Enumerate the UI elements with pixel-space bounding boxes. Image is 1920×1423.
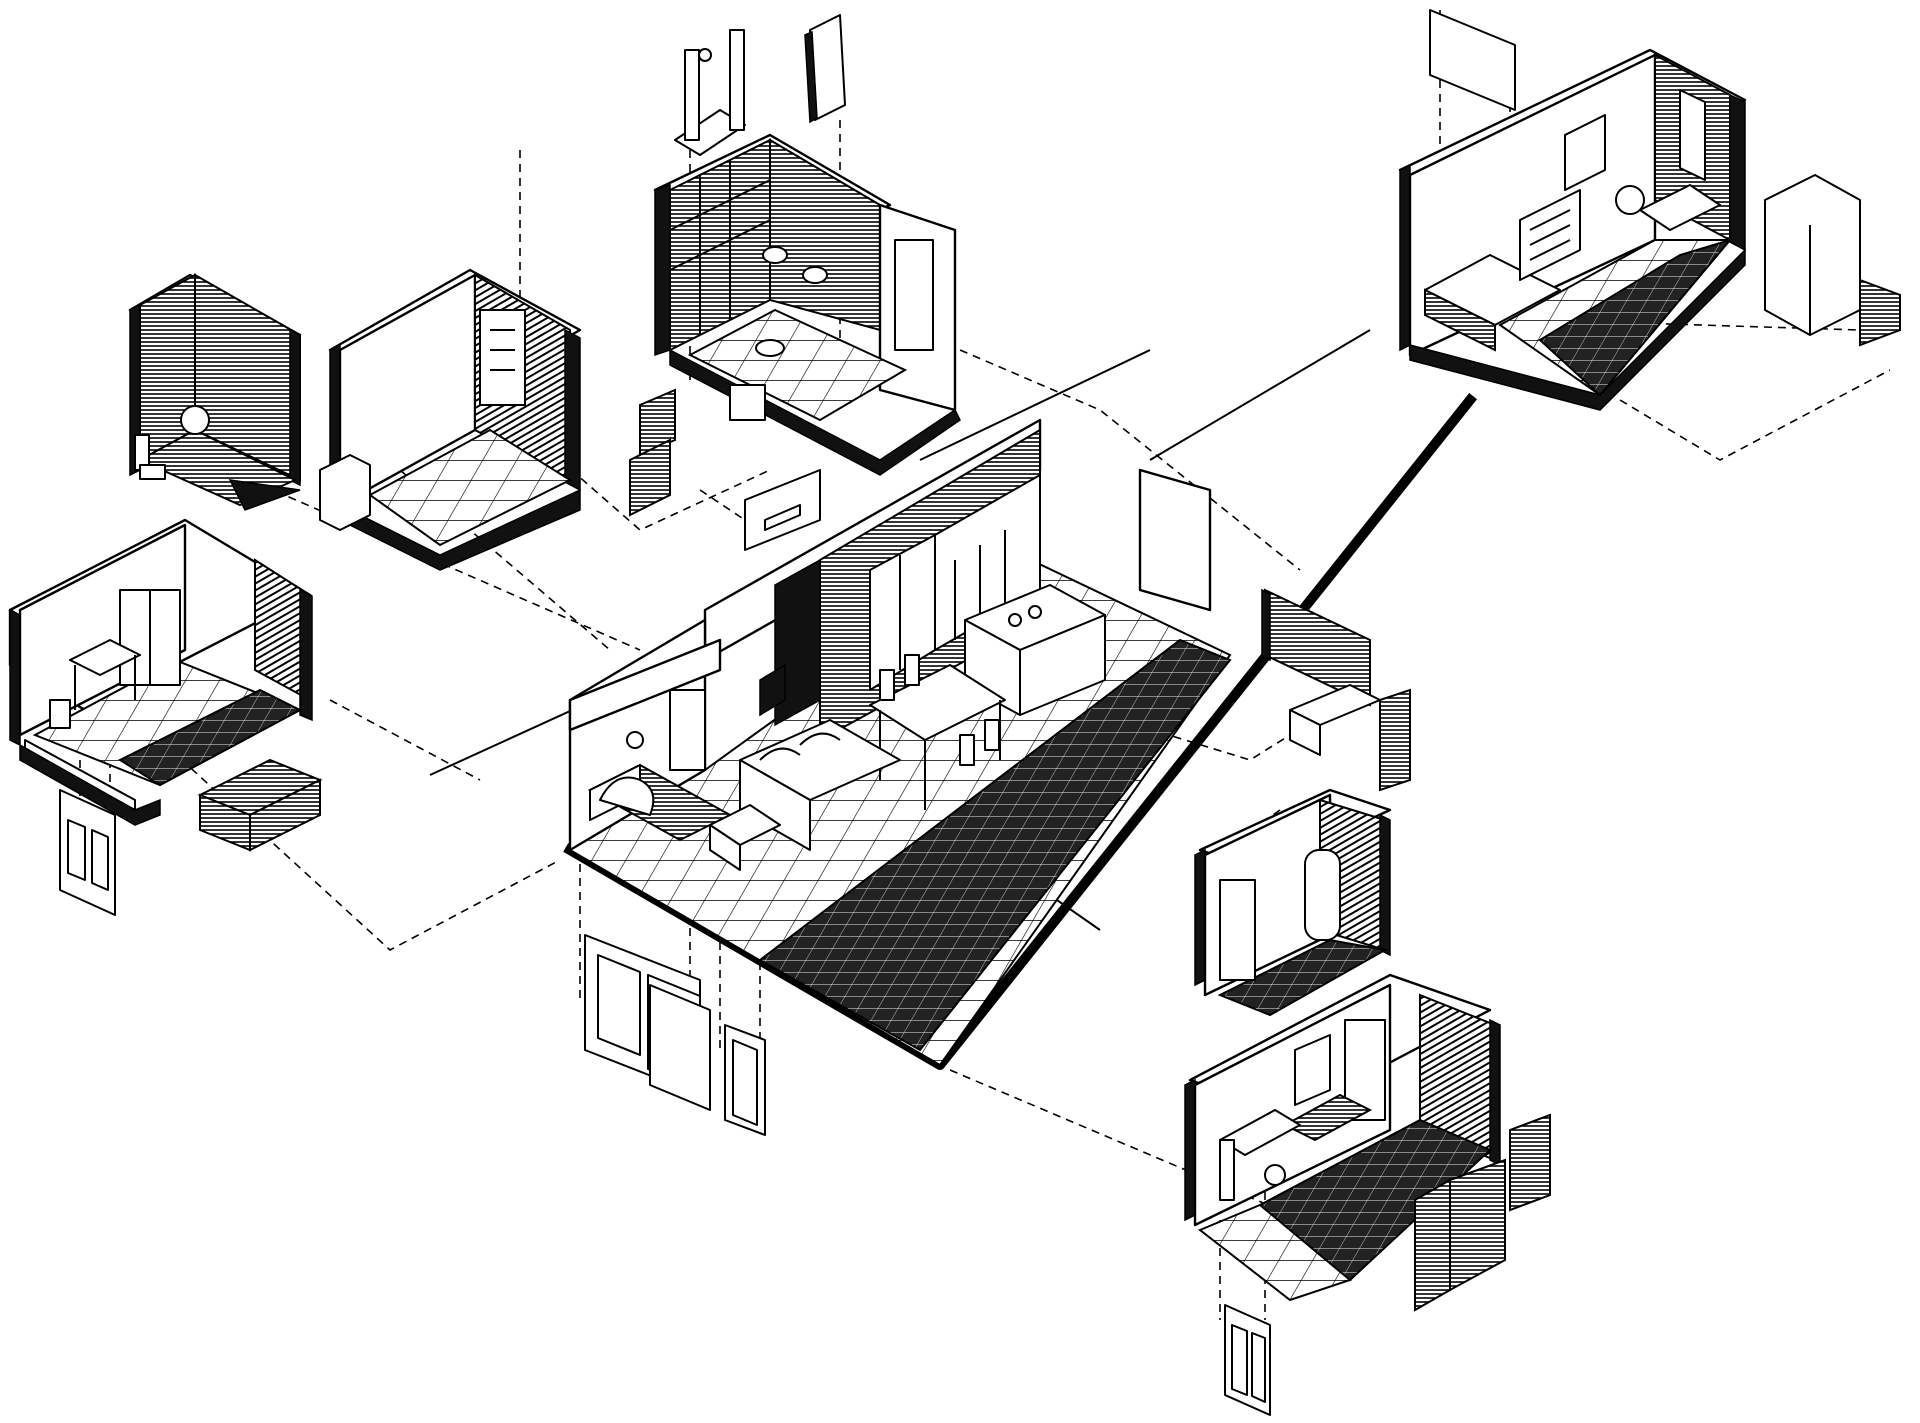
- bedroom2-exploded: [59, 758, 323, 916]
- bathroom: [653, 133, 961, 476]
- living-door: [669, 689, 706, 771]
- tv-wall-exploded: [1261, 588, 1411, 792]
- bedroom-1: [1398, 9, 1747, 411]
- dark-floor-strip: [758, 638, 1232, 1052]
- sofa-cushion: [599, 776, 655, 816]
- desk: [1639, 184, 1721, 231]
- study-desk: [1219, 1109, 1301, 1156]
- wall-panel-exploded: [1429, 9, 1516, 111]
- front-door: [479, 309, 526, 406]
- dining-table: [869, 664, 1006, 741]
- dining-chairs: [879, 654, 1000, 766]
- bathroom-door: [894, 239, 934, 351]
- wall-clock: [626, 731, 644, 749]
- bookshelf: [1379, 688, 1411, 792]
- cylinder-tank: [1304, 849, 1341, 941]
- laundry-basket: [729, 384, 766, 421]
- bedroom1-window: [1564, 114, 1606, 191]
- radiator: [639, 388, 676, 457]
- bedroom2-back-wall: [18, 523, 187, 737]
- wardrobe-exploded: [1764, 174, 1861, 336]
- cabinet: [319, 454, 371, 531]
- bench: [1282, 1093, 1373, 1142]
- shower-drain: [180, 405, 210, 435]
- living-kitchen-room: [568, 418, 1232, 1067]
- study-wardrobe: [1414, 1178, 1451, 1312]
- wall-art: [1294, 1034, 1331, 1106]
- sink: [762, 246, 788, 264]
- storage-room: [1194, 788, 1392, 1017]
- drawer-unit: [1859, 278, 1901, 347]
- bedroom1-exploded: [1764, 174, 1901, 347]
- study-shelf: [1509, 1113, 1551, 1212]
- storage-door: [1219, 879, 1256, 981]
- bedroom-2: [8, 518, 313, 826]
- study-exploded: [1224, 1113, 1551, 1416]
- piano: [759, 663, 786, 717]
- study-back-wall: [1193, 983, 1392, 1227]
- study-stool: [1264, 1164, 1286, 1186]
- toilet: [755, 339, 785, 357]
- chair: [1615, 185, 1645, 215]
- kitchen-right-wall: [1138, 468, 1212, 612]
- hallway: [319, 268, 582, 571]
- stool: [49, 699, 71, 729]
- shower-room: [128, 273, 302, 511]
- bath-mat: [139, 464, 166, 480]
- desk: [69, 639, 141, 676]
- hallway-floor: [368, 428, 573, 547]
- bathroom-floor: [687, 308, 908, 422]
- study-room: [1184, 973, 1501, 1302]
- wall-cabinet: [744, 469, 821, 551]
- bathroom-exploded: [629, 14, 846, 551]
- living-windows: [584, 934, 766, 1136]
- hob-burner: [1008, 613, 1022, 627]
